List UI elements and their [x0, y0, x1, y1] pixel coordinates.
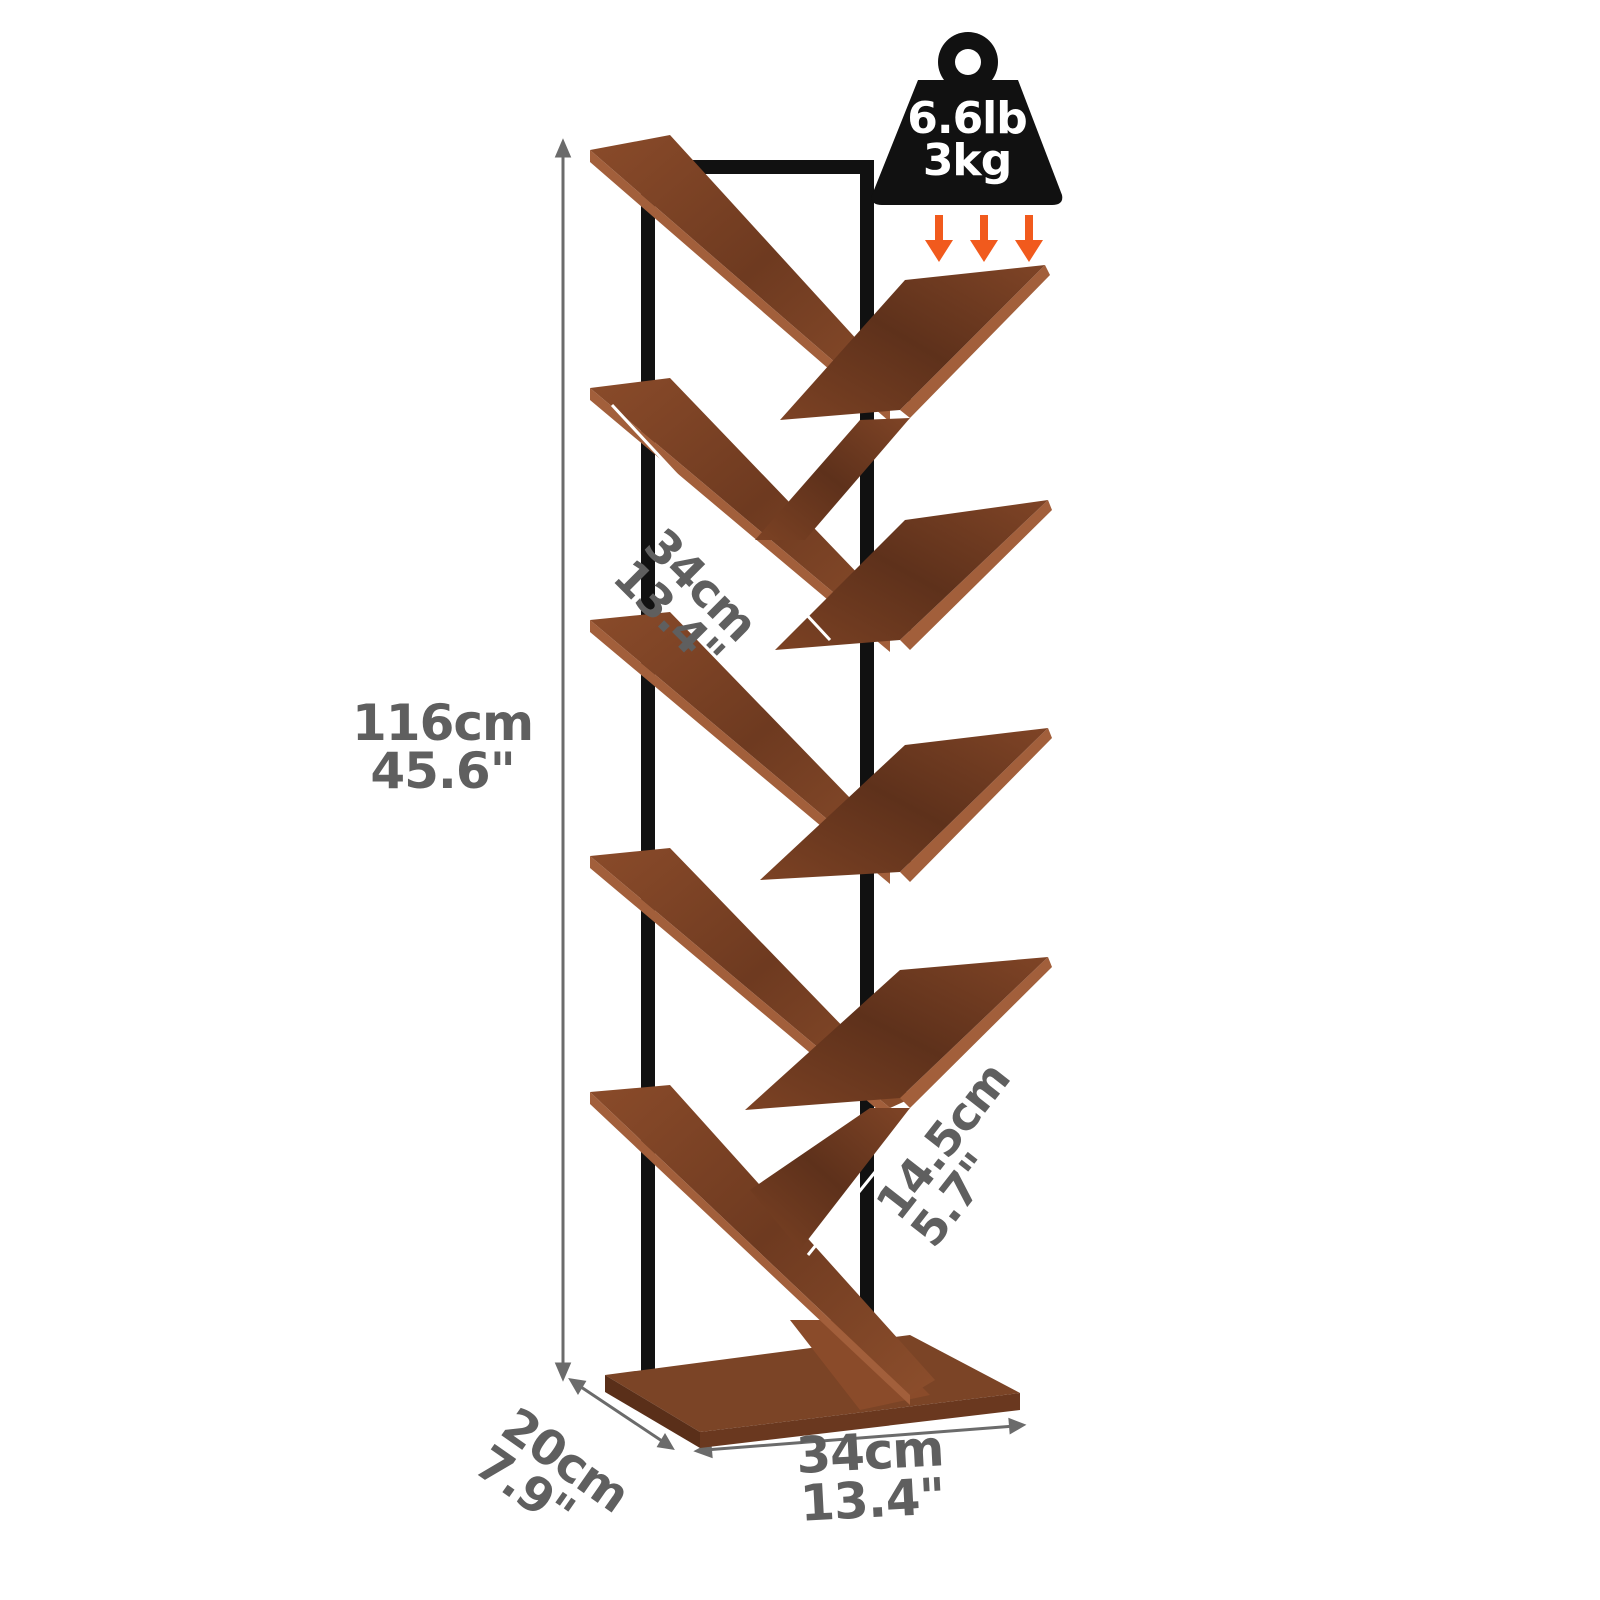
width-dimension-label: 34cm 13.4"	[795, 1419, 947, 1533]
height-metric: 116cm	[352, 694, 534, 752]
height-dimension-line	[554, 138, 572, 1382]
weight-icon	[871, 32, 1063, 205]
height-dimension-label: 116cm 45.6"	[352, 694, 534, 800]
down-arrow-icon	[925, 215, 1043, 262]
weight-kg: 3kg	[922, 134, 1012, 186]
width-imperial: 13.4"	[798, 1466, 946, 1533]
left-shelves	[590, 135, 935, 1405]
shelf-gap-line	[806, 1134, 907, 1256]
depth-dimension-line	[568, 1378, 675, 1450]
weight-capacity-label: 6.6lb 3kg	[882, 93, 1052, 186]
height-imperial: 45.6"	[370, 741, 515, 800]
width-dimension-line	[693, 1417, 1027, 1459]
weight-lb: 6.6lb	[907, 93, 1028, 144]
shelf-length-line	[610, 403, 832, 642]
right-shelves	[745, 265, 1052, 1250]
